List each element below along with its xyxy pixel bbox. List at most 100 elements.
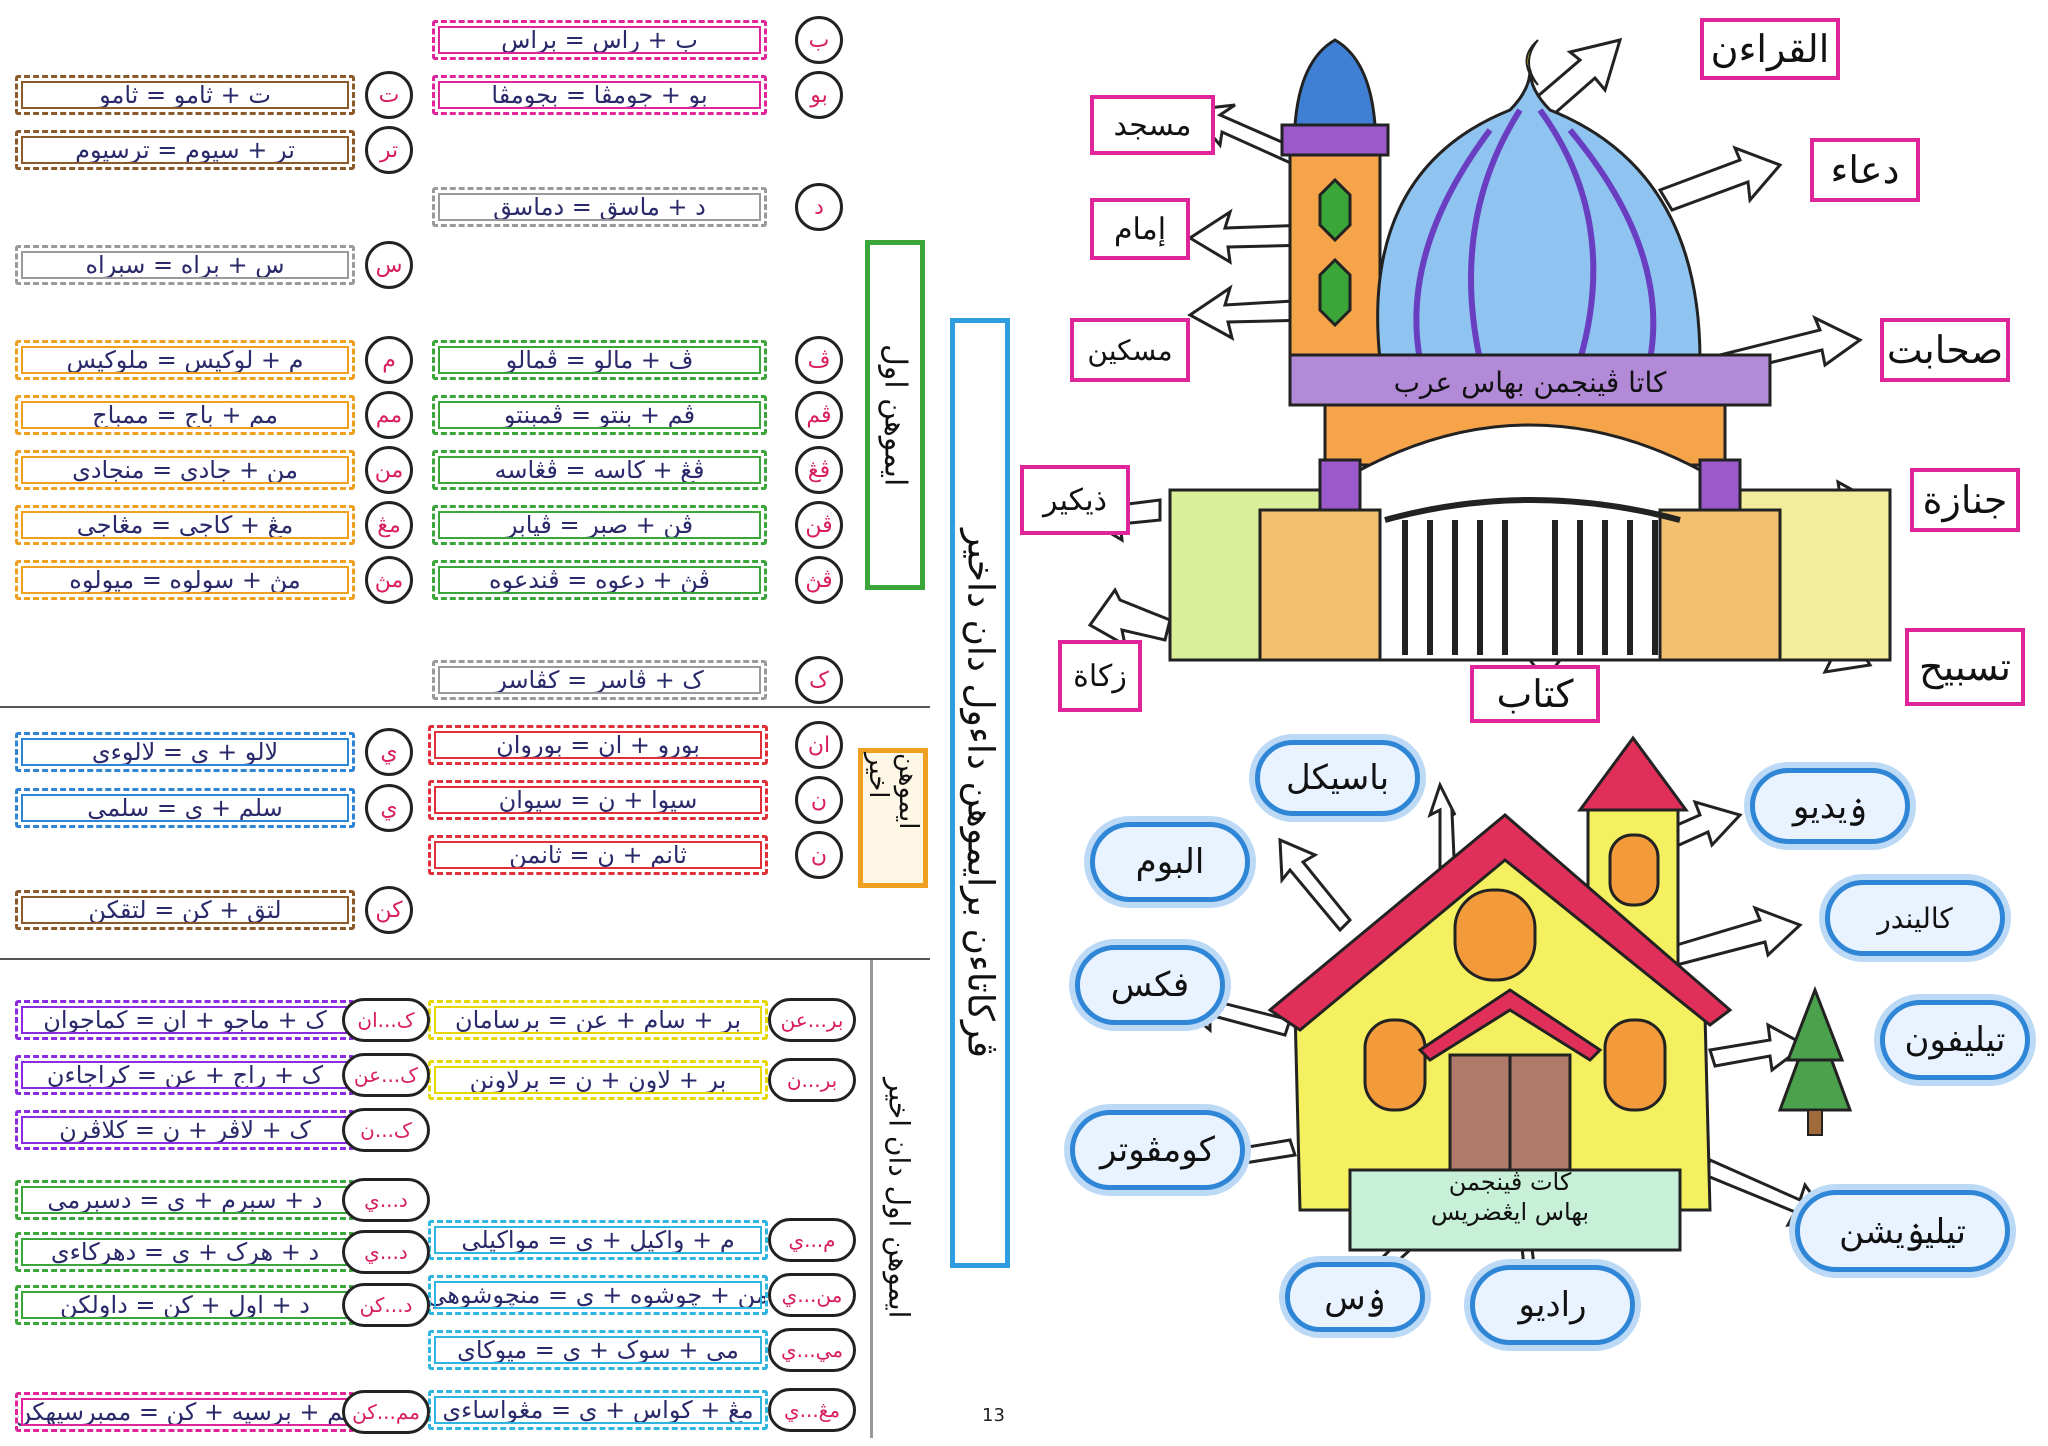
affix-marker: د...ي bbox=[342, 1230, 430, 1274]
affix-example: ڤڽ + دعوه = ڤندعوه bbox=[432, 560, 767, 600]
affix-marker: مڽ bbox=[365, 556, 413, 604]
section-label-akhir: ايموهن اخير bbox=[858, 748, 928, 888]
affix-example: مي + سوک + ي = ميوکاي bbox=[428, 1330, 768, 1370]
vertical-title: ڤركاتاءن برايموهن داءول دان داخير bbox=[950, 318, 1010, 1268]
affix-example: ک + لاڤر + ن = کلاڤرن bbox=[15, 1110, 355, 1150]
affix-example: د + ماسق = دماسق bbox=[432, 187, 767, 227]
affix-marker: من...ي bbox=[768, 1273, 856, 1317]
house-banner-line2: بهاس ايڠضريس bbox=[1430, 1198, 1590, 1226]
affix-marker: بر...عن bbox=[768, 998, 856, 1042]
affix-example: س + براه = سبراه bbox=[15, 245, 355, 285]
house-banner-line1: كات ڤينجمن bbox=[1448, 1168, 1572, 1196]
affix-example: بو + جومڤا = بجومڤا bbox=[432, 75, 767, 115]
house-label-telephone: تيليفون bbox=[1880, 1000, 2030, 1080]
divider-1 bbox=[0, 706, 930, 708]
house-label-radio: راديو bbox=[1470, 1265, 1635, 1345]
house-label-fax: فكس bbox=[1075, 945, 1225, 1025]
house-label-television: تيليۏيشن bbox=[1795, 1190, 2010, 1272]
affix-marker: ک...ان bbox=[342, 998, 430, 1042]
mosque-label-masjid: مسجد bbox=[1090, 95, 1215, 155]
affix-marker: ن bbox=[795, 776, 843, 824]
affix-example: من + چوشوه + ي = منچوشوهي bbox=[428, 1275, 768, 1315]
affix-marker: ک bbox=[795, 656, 843, 704]
affix-example: مم + باج = ممباج bbox=[15, 395, 355, 435]
affix-example: بورو + ان = بوروان bbox=[428, 725, 768, 765]
affix-example: مڽ + سولوه = ميولوه bbox=[15, 560, 355, 600]
affix-marker: تر bbox=[365, 126, 413, 174]
affix-marker: ب bbox=[795, 16, 843, 64]
affix-marker: ک...ن bbox=[342, 1108, 430, 1152]
affix-marker: من bbox=[365, 446, 413, 494]
mosque-label-doa: دعاء bbox=[1810, 138, 1920, 202]
affix-marker: ڤم bbox=[795, 391, 843, 439]
affix-marker: ي bbox=[365, 728, 413, 776]
affix-example: بر + لاون + ن = برلاونن bbox=[428, 1060, 768, 1100]
affix-example: ڤم + بنتو = ڤمبنتو bbox=[432, 395, 767, 435]
affix-marker: م bbox=[365, 336, 413, 384]
affix-example: سيوا + ن = سيوان bbox=[428, 780, 768, 820]
affix-marker: ک...عن bbox=[342, 1053, 430, 1097]
mosque-label-sahabat: صحابت bbox=[1880, 318, 2010, 382]
affix-example: ک + راج + عن = کراجاءن bbox=[15, 1055, 355, 1095]
mosque-label-miskin: مسكين bbox=[1070, 318, 1190, 382]
affix-marker: د bbox=[795, 183, 843, 231]
affix-example: مم + برسيه + كن = ممبرسيهكن bbox=[15, 1392, 355, 1432]
affix-marker: بو bbox=[795, 71, 843, 119]
affix-example: م + واكيل + ي = مواكيلي bbox=[428, 1220, 768, 1260]
house-label-album: البوم bbox=[1090, 822, 1250, 902]
mosque-label-imam: إمام bbox=[1090, 198, 1190, 260]
affix-marker: بر...ن bbox=[768, 1058, 856, 1102]
affix-example: سلم + ي = سلمي bbox=[15, 788, 355, 828]
affix-marker: ي bbox=[365, 784, 413, 832]
affix-example: ک + ڤاسر = کڤاسر bbox=[432, 660, 767, 700]
affix-example: م + لوكيس = ملوكيس bbox=[15, 340, 355, 380]
house-illustration bbox=[1177, 735, 1853, 1314]
mosque-banner: كاتا ڤينجمن بهاس عرب bbox=[1393, 365, 1667, 399]
affix-marker: د...كن bbox=[342, 1283, 430, 1327]
mosque-label-zikir: ذيكير bbox=[1020, 465, 1130, 535]
affix-example: ت + ثامو = ثامو bbox=[15, 75, 355, 115]
mosque-label-quran: القراءن bbox=[1700, 18, 1840, 80]
affix-marker: م...ي bbox=[768, 1218, 856, 1262]
affix-marker: ڤڽ bbox=[795, 556, 843, 604]
affix-example: من + جادي = منجادي bbox=[15, 450, 355, 490]
affix-example: لتق + كن = لتقكن bbox=[15, 890, 355, 930]
affix-marker: مڠ...ي bbox=[768, 1388, 856, 1432]
affix-marker: ن bbox=[795, 831, 843, 879]
affix-example: د + سبرم + ي = دسبرمي bbox=[15, 1180, 355, 1220]
section-label-awal: ايموهن اول bbox=[865, 240, 925, 590]
affix-example: تر + سيوم = ترسيوم bbox=[15, 130, 355, 170]
affix-marker: ت bbox=[365, 71, 413, 119]
affix-example: لالو + ي = لالوءي bbox=[15, 732, 355, 772]
affix-example: مڠ + كاجي = مڠاجي bbox=[15, 505, 355, 545]
affix-marker: د...ي bbox=[342, 1178, 430, 1222]
mosque-label-kitab: كتاب bbox=[1470, 665, 1600, 723]
house-label-calendar: كاليندر bbox=[1825, 880, 2005, 956]
affix-marker: ڤ bbox=[795, 336, 843, 384]
divider-2 bbox=[0, 958, 930, 960]
affix-marker: مڠ bbox=[365, 501, 413, 549]
mosque-illustration bbox=[1077, 37, 1892, 683]
affix-marker: ڤڠ bbox=[795, 446, 843, 494]
affix-example: ڤن + صبر = ڤڽابر bbox=[432, 505, 767, 545]
affix-example: ثانم + ن = ثانمن bbox=[428, 835, 768, 875]
house-label-bicycle: باسيكل bbox=[1255, 740, 1420, 816]
house-label-bus: ۏس bbox=[1285, 1262, 1425, 1332]
affix-marker: كن bbox=[365, 886, 413, 934]
affix-marker: مم bbox=[365, 391, 413, 439]
affix-marker: س bbox=[365, 241, 413, 289]
mosque-label-jenazah: جنازة bbox=[1910, 468, 2020, 532]
affix-example: مڠ + كواس + ي = مڠواساءي bbox=[428, 1390, 768, 1430]
section-label-awal-akhir: ايموهن اول دان اخير bbox=[870, 958, 925, 1438]
house-label-video: ۏيديو bbox=[1750, 768, 1910, 844]
affix-marker: مي...ي bbox=[768, 1328, 856, 1372]
affix-marker: مم...كن bbox=[342, 1390, 430, 1434]
affix-marker: ان bbox=[795, 721, 843, 769]
affix-example: ڤ + مالو = ڤمالو bbox=[432, 340, 767, 380]
affix-example: ک + ماجو + ان = کماجوان bbox=[15, 1000, 355, 1040]
affix-example: ب + راس = براس bbox=[432, 20, 767, 60]
affix-example: د + اول + كن = داولكن bbox=[15, 1285, 355, 1325]
affix-marker: ڤن bbox=[795, 501, 843, 549]
mosque-label-tasbih: تسبيح bbox=[1905, 628, 2025, 706]
affix-example: د + هرک + ي = دهرکاءي bbox=[15, 1232, 355, 1272]
